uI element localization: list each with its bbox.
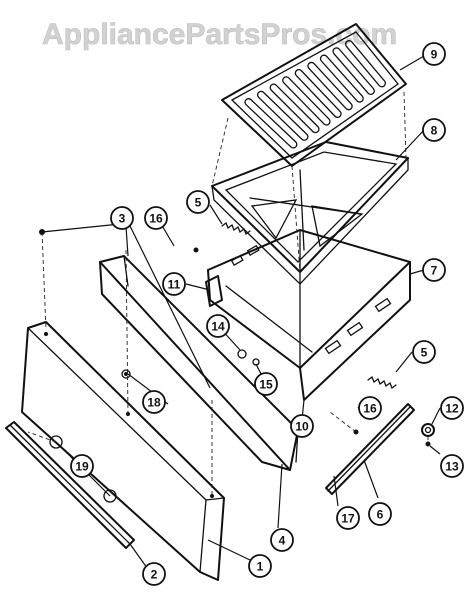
callout-label: 4 [279,534,286,548]
callout-bubble [422,42,446,66]
part-spring-lower [367,375,397,390]
callout-bubble [110,206,134,230]
grid-slot [244,98,298,149]
callout-bubble [440,454,464,478]
callout-bubble [142,390,166,414]
callout-bubble [290,414,314,438]
part-left-bracket [205,275,223,307]
callout-18: 18 [142,390,166,414]
part-broiler-pan [211,141,409,285]
callout-label: 12 [445,402,459,416]
callout-bubble [422,118,446,142]
part-handle-boss-lower [103,489,117,503]
callout-bubble [162,272,186,296]
callout-label: 3 [119,212,126,226]
callout-label: 7 [431,264,438,278]
callout-label: 18 [147,396,161,410]
callout-label: 1 [257,560,264,574]
callout-label: 9 [431,48,438,62]
callout-5: 5 [186,190,210,214]
callout-bubble [336,506,360,530]
callout-5: 5 [412,340,436,364]
callout-label: 2 [151,568,158,582]
callout-2: 2 [142,562,166,586]
callout-17: 17 [336,506,360,530]
part-slide-rail [325,403,415,495]
callout-label: 15 [259,378,273,392]
callout-16: 16 [358,396,382,420]
grid-slot [256,90,309,141]
callout-bubble [70,454,94,478]
callout-bubble [270,528,294,552]
callout-1: 1 [248,554,272,578]
callout-11: 11 [162,272,186,296]
grid-slot [282,76,331,126]
callout-10: 10 [290,414,314,438]
callout-bubble [248,554,272,578]
part-handle-bar [5,421,135,549]
grid-slot [307,61,353,111]
callout-label: 10 [295,420,309,434]
grid-slot [332,47,375,96]
callout-bubble [144,206,168,230]
callout-4: 4 [270,528,294,552]
callout-12: 12 [440,396,464,420]
callout-bubble [186,190,210,214]
grid-slot [344,40,387,88]
callout-8: 8 [422,118,446,142]
callout-14: 14 [206,314,230,338]
callout-bubble [142,562,166,586]
callout-bubble [412,340,436,364]
part-clip [121,369,131,379]
callout-label: 13 [445,460,459,474]
leader-lines [41,55,441,573]
grid-slot [269,83,320,134]
callout-3: 3 [110,206,134,230]
callout-6: 6 [368,502,392,526]
callout-bubble [254,372,278,396]
part-spring-upper [221,221,251,236]
callout-label: 16 [149,212,163,226]
callout-label: 8 [431,124,438,138]
part-screw-upper-left [193,247,199,253]
part-outer-front-panel [21,321,225,581]
callout-bubble [440,396,464,420]
callout-13: 13 [440,454,464,478]
watermark-text: AppliancePartsPros.com [42,18,397,51]
part-nut [237,349,247,359]
callout-label: 5 [421,346,428,360]
callout-bubble [368,502,392,526]
grid-slot [294,69,342,118]
callout-bubble [358,396,382,420]
callout-label: 6 [377,508,384,522]
callout-bubble [422,258,446,282]
part-drawer-body [207,229,411,401]
callout-19: 19 [70,454,94,478]
part-handle-boss-upper [49,435,63,449]
callout-label: 19 [75,460,89,474]
part-inner-front-panel [99,255,299,471]
grid-slot [319,54,364,103]
part-broiler-grid [221,23,407,167]
callout-bubble [206,314,230,338]
callout-16: 16 [144,206,168,230]
callout-label: 16 [363,402,377,416]
callout-label: 11 [168,278,181,292]
callout-label: 14 [211,320,225,334]
callout-15: 15 [254,372,278,396]
callout-label: 17 [341,512,355,526]
callout-label: 5 [195,196,202,210]
callout-7: 7 [422,258,446,282]
callout-9: 9 [422,42,446,66]
part-roller-hub [424,426,432,434]
part-roller [421,423,435,437]
alignment-lines [27,91,429,496]
